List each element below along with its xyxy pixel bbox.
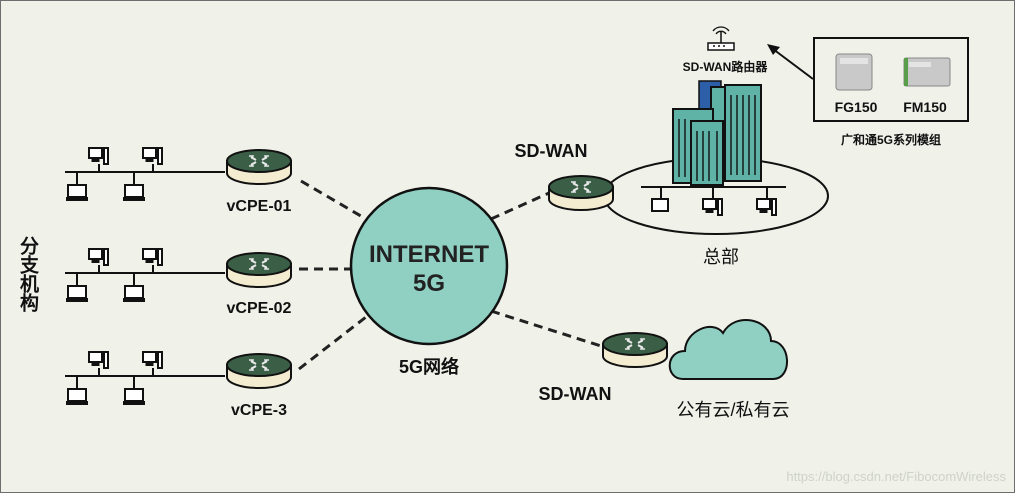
cloud-sdwan-router-icon [602,332,668,368]
branch-lan-3 [65,351,225,406]
network-links [298,179,602,371]
fg150-module-icon [835,53,873,91]
sdwan-label-cloud: SD-WAN [539,384,612,404]
printer-icon [122,388,146,406]
hq-building-icon [672,80,762,186]
branch-label: 分支机构 [17,236,38,312]
cpe-label-1: vCPE-01 [227,198,292,215]
sdwan-label-hq: SD-WAN [515,141,588,161]
hq-lan [641,186,786,216]
fm150-module-icon [903,57,951,87]
pc-icon [702,198,723,216]
pc-icon [142,147,163,165]
branch-lan-2 [65,248,225,303]
vcpe-3-router-icon [226,353,292,389]
printer-icon [122,285,146,303]
watermark: https://blog.csdn.net/FibocomWireless [786,469,1006,484]
module-box [813,37,969,122]
module-arrow [767,44,814,80]
internet-cloud-circle [349,186,509,346]
pc-icon [88,147,109,165]
hq-label: 总部 [703,247,739,267]
printer-icon [65,184,89,202]
vcpe-02-router-icon [226,252,292,288]
cloud-label: 公有云/私有云 [676,400,789,420]
pc-icon [142,351,163,369]
printer-icon [65,285,89,303]
network-label: 5G网络 [399,356,459,377]
module-name-fm150: FM150 [903,99,947,115]
cloud-icon [668,318,788,380]
module-name-fg150: FG150 [835,99,878,115]
cpe-label-2: vCPE-02 [227,300,292,317]
branch-lan-1 [65,147,225,202]
sdwan-router-label: SD-WAN路由器 [683,59,769,74]
internet-label: INTERNET [369,241,489,268]
printer-icon [122,184,146,202]
pc-icon [142,248,163,266]
hq-sdwan-router-icon [548,175,614,211]
pc-icon [88,248,109,266]
pc-icon [88,351,109,369]
wifi-router-icon [707,26,735,51]
hq-device-icon [651,198,669,212]
cpe-label-3: vCPE-3 [231,402,287,419]
internet-5g-label: 5G [413,270,445,297]
vcpe-01-router-icon [226,149,292,185]
printer-icon [65,388,89,406]
module-series-label: 广和通5G系列模组 [841,132,941,147]
pc-icon [756,198,777,216]
